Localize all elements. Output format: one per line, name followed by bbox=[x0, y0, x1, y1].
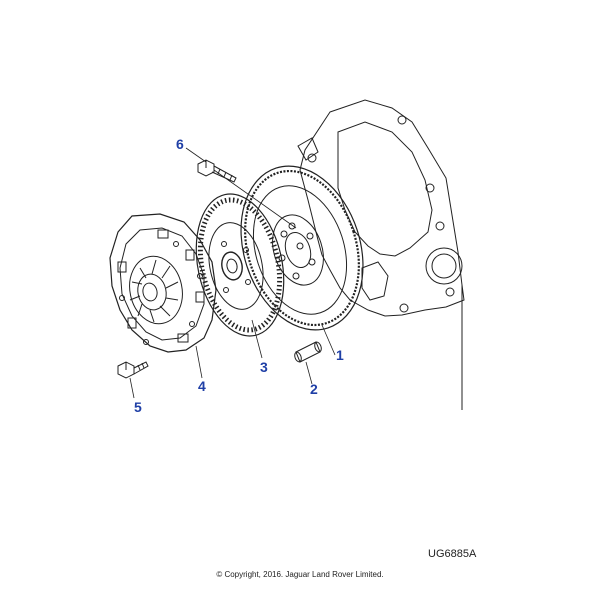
clutch-disc bbox=[195, 193, 285, 337]
flywheel-bolt bbox=[197, 159, 237, 183]
leader-lines bbox=[129, 147, 336, 399]
callout-6: 6 bbox=[176, 136, 184, 152]
callout-4: 4 bbox=[198, 378, 206, 394]
callout-2: 2 bbox=[310, 381, 318, 397]
figure-reference: UG6885A bbox=[428, 548, 477, 560]
flywheel bbox=[240, 165, 364, 331]
copyright-notice: © Copyright, 2016. Jaguar Land Rover Lim… bbox=[216, 570, 384, 579]
callout-5: 5 bbox=[134, 399, 142, 415]
dowel-pin bbox=[294, 341, 322, 363]
callout-3: 3 bbox=[260, 359, 268, 375]
pressure-plate bbox=[109, 213, 217, 353]
callout-1: 1 bbox=[336, 347, 344, 363]
pressure-plate-bolt bbox=[117, 361, 149, 379]
